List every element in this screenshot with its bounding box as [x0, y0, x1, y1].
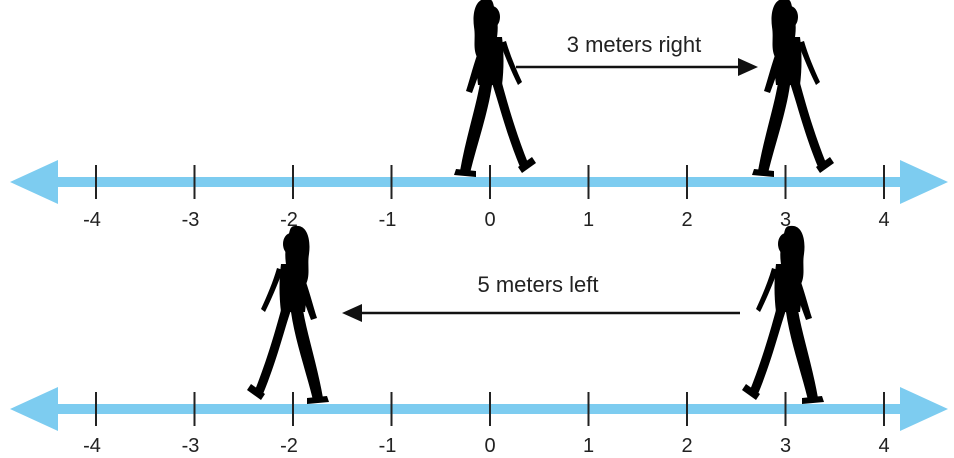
tick-label: -2 — [280, 435, 298, 457]
movement-label-bottom: 5 meters left — [477, 272, 598, 297]
tick-label: 1 — [583, 209, 594, 231]
tick-group: -4 -3 -2 -1 0 1 2 3 4 — [83, 392, 889, 457]
number-line-right-arrowhead — [900, 160, 948, 204]
tick-label: -4 — [83, 435, 101, 457]
walker-end-bottom — [247, 226, 329, 404]
tick-label: 4 — [878, 209, 889, 231]
movement-arrow-bottom — [342, 304, 740, 322]
movement-arrow-top — [516, 58, 758, 76]
tick-label: 2 — [681, 435, 692, 457]
ghost-walker-start-top — [454, 0, 536, 177]
tick-label: -3 — [182, 435, 200, 457]
tick-label: 2 — [681, 209, 692, 231]
tick-label: -1 — [379, 435, 397, 457]
movement-label-top: 3 meters right — [567, 32, 702, 57]
tick-label: 0 — [484, 209, 495, 231]
number-line-left-arrowhead — [10, 160, 58, 204]
tick-label: -4 — [83, 209, 101, 231]
ghost-walker-start-bottom — [742, 226, 824, 404]
tick-label: -1 — [379, 209, 397, 231]
number-line-right-arrowhead — [900, 387, 948, 431]
tick-label: 4 — [878, 435, 889, 457]
tick-label: -3 — [182, 209, 200, 231]
tick-label: 1 — [583, 435, 594, 457]
tick-label: 3 — [780, 435, 791, 457]
number-line-left-arrowhead — [10, 387, 58, 431]
tick-label: 0 — [484, 435, 495, 457]
walker-end-top — [752, 0, 834, 177]
